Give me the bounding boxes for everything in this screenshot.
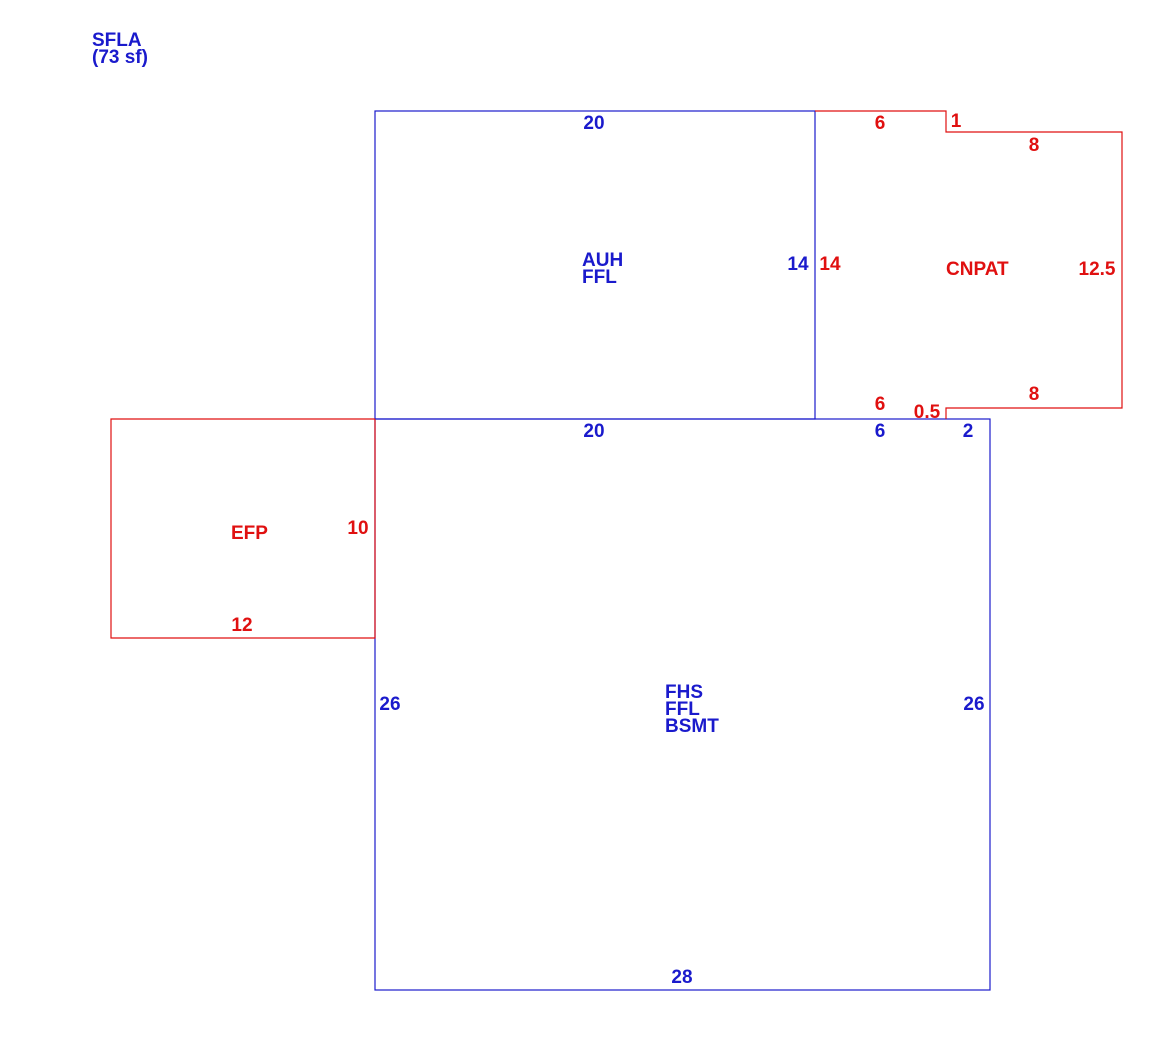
fhs-label-line-1: FHS (665, 682, 703, 703)
cnpat-top-right-dimension: 8 (1029, 135, 1040, 156)
fhs-label-line-2: FFL (665, 699, 700, 720)
cnpat-left-dimension: 14 (819, 254, 841, 275)
efp-outline (110, 418, 376, 639)
cnpat-label: CNPAT (946, 259, 1009, 280)
efp-label: EFP (231, 523, 268, 544)
fhs-outline (374, 418, 991, 991)
cnpat-bottom-right-dimension: 8 (1029, 384, 1040, 405)
fhs-bottom-dimension: 28 (671, 967, 692, 988)
cnpat-outline (815, 110, 1123, 419)
auh-bottom-dimension: 20 (583, 421, 604, 442)
fhs-right-dimension: 26 (963, 694, 984, 715)
cnpat-top-step-dimension: 1 (951, 111, 962, 132)
fhs-top-right-dimension: 2 (963, 421, 974, 442)
cnpat-bottom-step-dimension: 0.5 (914, 402, 941, 423)
fhs-top-mid-dimension: 6 (875, 421, 886, 442)
auh-label-line-2: FFL (582, 267, 617, 288)
cnpat-top-left-dimension: 6 (875, 113, 886, 134)
legend-line-2: (73 sf) (92, 47, 148, 68)
fhs-left-dimension: 26 (379, 694, 400, 715)
fhs-label-line-3: BSMT (665, 716, 719, 737)
efp-bottom-dimension: 12 (231, 615, 252, 636)
auh-top-dimension: 20 (583, 113, 604, 134)
legend-line-1: SFLA (92, 30, 142, 51)
auh-right-dimension: 14 (787, 254, 809, 275)
cnpat-bottom-left-dimension: 6 (875, 394, 886, 415)
auh-label-line-1: AUH (582, 250, 623, 271)
cnpat-right-dimension: 12.5 (1079, 259, 1116, 280)
efp-right-dimension: 10 (347, 518, 368, 539)
